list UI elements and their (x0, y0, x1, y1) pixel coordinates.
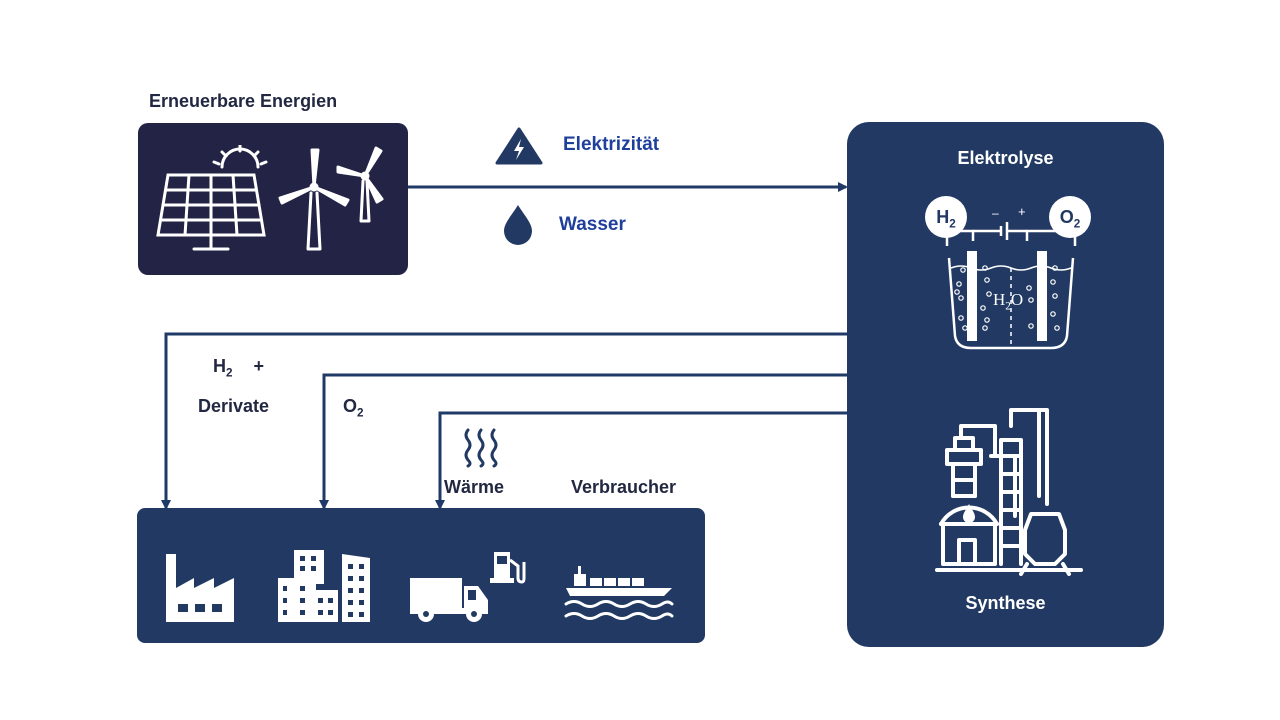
solar-panel-icon (156, 145, 268, 251)
city-buildings-icon (278, 550, 370, 622)
minus-sign: – (992, 206, 999, 220)
renewables-box (138, 123, 408, 275)
renewables-title: Erneuerbare Energien (149, 91, 338, 111)
water-label: Wasser (559, 214, 626, 235)
electrolysis-title: Elektrolyse (957, 148, 1054, 168)
refinery-icon (935, 408, 1083, 576)
h2-output-symbol: H (213, 356, 226, 376)
heat-output-line (435, 411, 848, 510)
o2-output-line (319, 373, 848, 510)
lightning-warning-icon (495, 127, 543, 165)
plus-sign: + (1018, 204, 1026, 219)
heat-label: Wärme (444, 477, 505, 497)
consumers-box (137, 508, 705, 643)
synthesis-title: Synthese (965, 593, 1046, 613)
factory-icon (166, 554, 234, 622)
h2-output-label: H2 + (213, 356, 264, 380)
o2-symbol: O (1059, 207, 1074, 227)
o2-subscript: 2 (1073, 217, 1081, 231)
wind-turbine-icon (278, 146, 384, 251)
cargo-ship-icon (564, 566, 674, 620)
h2-subscript: 2 (949, 217, 956, 231)
heat-waves-icon (464, 428, 498, 468)
o2-output-label: O2 (343, 396, 364, 420)
o2-circle: O2 (1049, 196, 1091, 238)
water-formula-o: O (1010, 290, 1024, 309)
water-formula-sub: 2 (1005, 300, 1011, 313)
derivates-label: Derivate (198, 396, 270, 416)
truck-fuel-icon (410, 552, 526, 622)
electrolysis-panel: Elektrolyse H2 O2 – + (847, 122, 1164, 647)
o2-output-subscript: 2 (357, 406, 364, 420)
electricity-label: Elektrizität (563, 134, 660, 155)
h2-output-subscript: 2 (226, 366, 233, 380)
electrolysis-cell-icon (945, 222, 1077, 350)
h2-circle: H2 (925, 196, 967, 238)
water-drop-icon (504, 205, 532, 245)
o2-output-symbol: O (343, 396, 358, 416)
h2-output-line (161, 332, 848, 510)
water-formula-h: H (993, 290, 1006, 309)
water-formula: H2O (993, 290, 1023, 312)
h2-symbol: H (936, 207, 950, 227)
consumers-label: Verbraucher (571, 477, 677, 497)
h2-output-plus: + (253, 356, 265, 376)
